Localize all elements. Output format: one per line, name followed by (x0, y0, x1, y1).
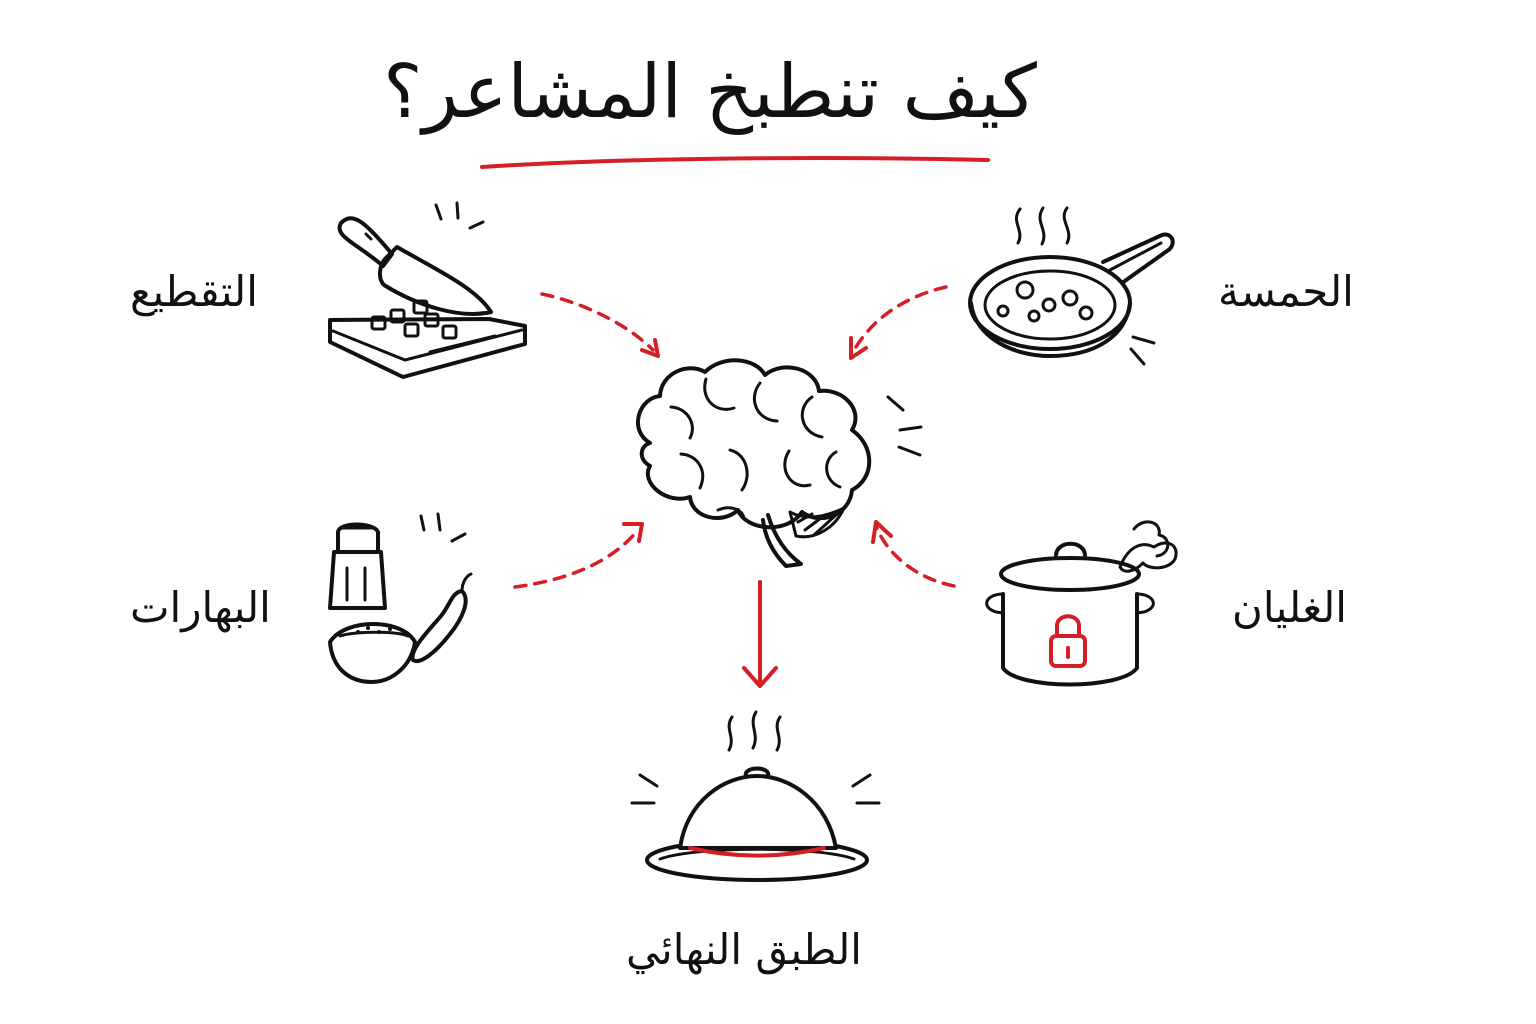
chopping-label: التقطيع (130, 262, 258, 322)
serving-cloche-icon (632, 712, 879, 880)
title-underline (482, 158, 988, 167)
arrow-excitement-to-brain (851, 287, 946, 358)
frying-pan-icon (970, 208, 1173, 364)
excitement-label: الحمسة (1218, 262, 1354, 322)
spices-label: البهارات (130, 578, 271, 638)
knife-cutting-board-icon (330, 203, 525, 377)
brain-icon (638, 360, 921, 566)
arrow-brain-to-dish (744, 582, 776, 686)
arrow-chopping-to-brain (542, 294, 658, 356)
salt-shaker-chili-icon (330, 514, 471, 682)
arrow-boiling-to-brain (873, 522, 954, 586)
arrow-spices-to-brain (515, 524, 642, 587)
locked-pot-icon (987, 522, 1176, 685)
boiling-label: الغليان (1232, 578, 1347, 638)
final-dish-label: الطبق النهائي (626, 920, 862, 980)
page-title: كيف تنطبخ المشاعر؟ (330, 42, 1090, 142)
